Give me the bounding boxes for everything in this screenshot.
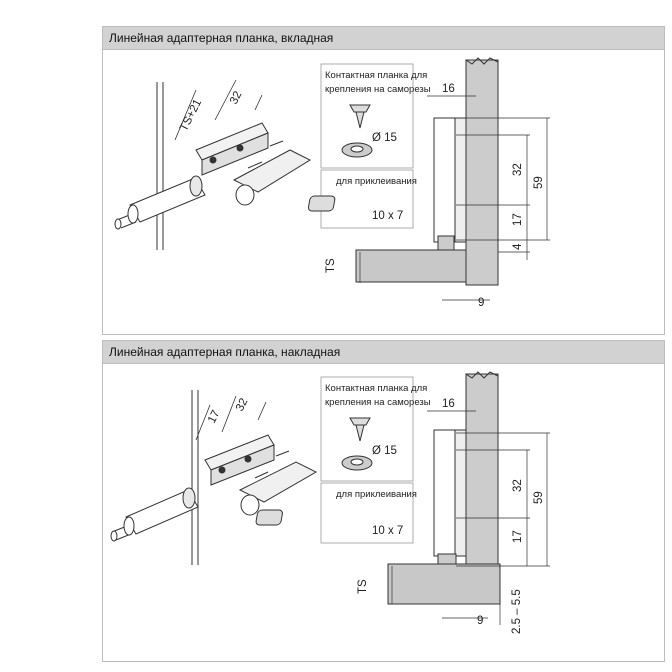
section-dimension-lines [359, 95, 550, 301]
screw-caption-line2: крепления на саморезы [325, 397, 431, 408]
perspective-dimensions [174, 79, 263, 141]
glue-inset-box [320, 482, 414, 544]
perspective-dim-first: 17 [206, 409, 223, 426]
dim-side: 9 [477, 615, 483, 627]
dim-lower: 17 [512, 530, 524, 543]
dim-range: 2.5 – 5.5 [511, 589, 523, 634]
dim-top: 16 [442, 398, 455, 410]
section-title: Линейная адаптерная планка, вкладная [103, 27, 664, 50]
dim-total: 59 [533, 491, 545, 504]
glue-pad-icon [255, 509, 283, 526]
perspective-illustration [114, 82, 312, 250]
dim-side: 9 [478, 297, 484, 309]
screw-diameter: Ø 15 [372, 445, 397, 457]
glue-inset-box [320, 169, 414, 229]
dim-upper: 32 [512, 479, 524, 492]
glue-caption: для приклеивания [336, 176, 417, 187]
dim-total: 59 [533, 176, 545, 189]
screw-caption-line1: Контактная планка для [325, 70, 427, 81]
screw-diameter: Ø 15 [372, 132, 397, 144]
glue-size: 10 x 7 [372, 210, 403, 222]
perspective-dim-second: 32 [228, 90, 245, 107]
dim-gap: 4 [512, 243, 524, 250]
dim-top: 16 [442, 83, 455, 95]
cross-section [355, 57, 499, 286]
screw-icon [349, 417, 371, 442]
dim-ts: TS [325, 258, 337, 273]
dim-ts: TS [357, 579, 369, 594]
glue-caption: для приклеивания [336, 489, 417, 500]
screw-caption-line1: Контактная планка для [325, 383, 427, 394]
glue-size: 10 x 7 [372, 525, 403, 537]
screw-caption-line2: крепления на саморезы [325, 84, 431, 95]
dim-lower: 17 [512, 213, 524, 226]
dim-upper: 32 [512, 163, 524, 176]
glue-pad-icon [307, 195, 336, 212]
perspective-dim-second: 32 [234, 397, 251, 414]
section-title: Линейная адаптерная планка, накладная [103, 341, 664, 364]
perspective-illustration [110, 390, 318, 565]
screw-icon [349, 104, 371, 129]
section-dimension-lines [391, 410, 550, 625]
perspective-dimensions [195, 395, 267, 441]
cross-section [387, 371, 501, 605]
